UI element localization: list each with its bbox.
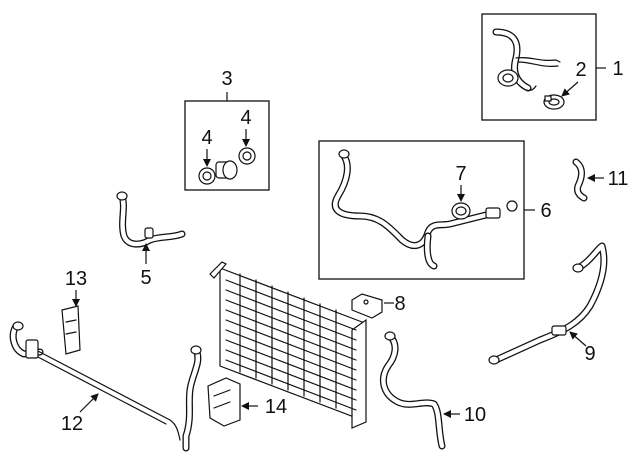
hose-part-10	[379, 331, 446, 450]
clamp-part-2	[543, 94, 565, 110]
callout-1: 1	[612, 58, 623, 80]
hose-part-9	[488, 242, 608, 365]
callout-2: 2	[575, 59, 586, 81]
callout-6: 6	[540, 200, 551, 222]
callout-3: 3	[221, 68, 232, 90]
leader-2	[561, 81, 579, 97]
callout-11: 11	[608, 168, 629, 190]
callout-4-right: 4	[240, 107, 251, 129]
callout-10: 10	[464, 404, 486, 426]
bracket-part-14	[207, 377, 241, 427]
callout-5: 5	[140, 267, 151, 289]
callout-14: 14	[265, 396, 287, 418]
radiator-side-hose	[182, 345, 202, 452]
callout-13: 13	[65, 268, 87, 290]
inset-box-part-6	[318, 140, 525, 280]
bracket-part-8	[351, 293, 383, 319]
radiator-core	[209, 261, 367, 429]
bracket-part-13	[61, 305, 81, 355]
callout-8: 8	[394, 293, 405, 315]
inset-box-part-1	[481, 13, 597, 121]
callout-12: 12	[61, 413, 83, 435]
callout-9: 9	[584, 343, 595, 365]
hose-part-11	[572, 158, 588, 202]
inset-box-part-3	[184, 100, 270, 191]
hose-part-5	[116, 191, 186, 248]
line-part-12	[9, 321, 181, 441]
leader-12	[79, 393, 99, 413]
callout-4-left: 4	[201, 127, 212, 149]
callout-7: 7	[455, 163, 466, 185]
leader-9	[569, 331, 587, 347]
